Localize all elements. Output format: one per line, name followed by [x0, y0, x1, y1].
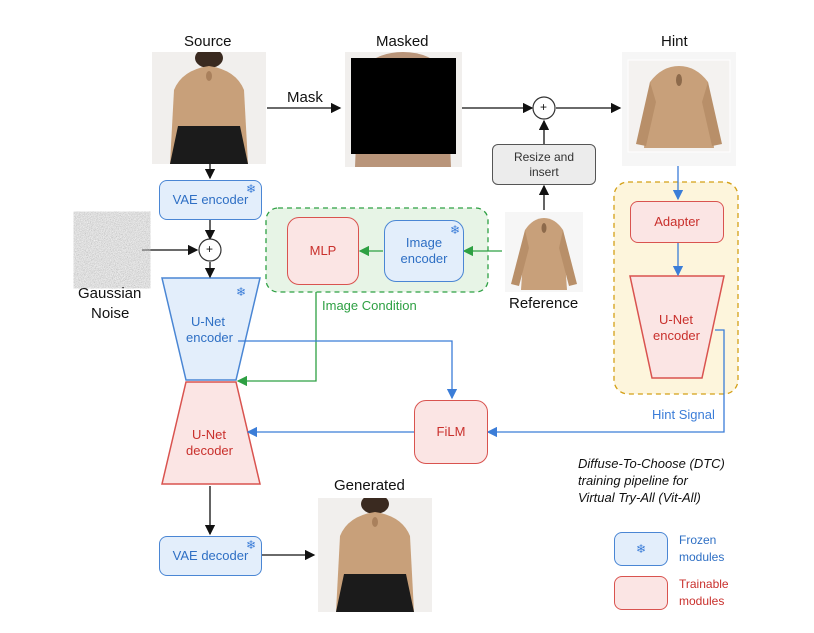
add-node-top: [532, 96, 556, 120]
unet-decoder-label-line2: decoder: [186, 443, 233, 458]
legend-trainable-line1: Trainable: [679, 577, 729, 591]
resize-insert-box: Resize and insert: [492, 144, 596, 185]
reference-image: [505, 212, 583, 292]
mlp-label: MLP: [309, 243, 337, 258]
vae-encoder-snowflake-icon: ❄: [246, 182, 257, 196]
hint-unet-label-line1: U-Net: [659, 312, 693, 327]
vae-encoder-label: VAE encoder: [172, 192, 249, 207]
film-label: FiLM: [436, 424, 466, 439]
noise-label-line2: Noise: [91, 305, 130, 322]
plus-noise-symbol: +: [206, 242, 214, 256]
reference-label: Reference: [509, 295, 579, 312]
resize-label-line2: insert: [529, 164, 559, 179]
edge-unet-to-film: [238, 340, 458, 400]
generated-label: Generated: [334, 477, 405, 494]
unet-encoder-shape: [161, 277, 261, 381]
legend-snowflake-icon: ❄: [636, 542, 647, 556]
hint-signal-label: Hint Signal: [652, 407, 715, 422]
masked-label: Masked: [376, 33, 429, 50]
unet-encoder-label-line2: encoder: [186, 330, 233, 345]
add-node-noise: [198, 238, 222, 262]
image-encoder-box: Image encoder: [384, 220, 464, 282]
image-encoder-label-line1: Image: [405, 235, 443, 250]
vae-decoder-snowflake-icon: ❄: [246, 538, 257, 552]
edge-hint-signal-to-film: [486, 329, 725, 438]
legend-frozen-line2: modules: [679, 550, 725, 564]
caption-line1: Diffuse-To-Choose (DTC): [578, 456, 725, 471]
vae-encoder-box: VAE encoder: [159, 180, 262, 220]
caption-line3: Virtual Try-All (Vit-All): [578, 490, 701, 505]
plus-top-symbol: +: [540, 100, 548, 114]
legend-trainable-line2: modules: [679, 594, 725, 608]
film-box: FiLM: [414, 400, 488, 464]
resize-label-line1: Resize and: [513, 149, 575, 164]
image-encoder-snowflake-icon: ❄: [450, 223, 461, 237]
unet-decoder-label-line1: U-Net: [192, 427, 226, 442]
hint-label: Hint: [661, 33, 688, 50]
caption-line2: training pipeline for: [578, 473, 688, 488]
source-image: [152, 52, 266, 164]
adapter-label: Adapter: [654, 214, 700, 229]
vae-decoder-box: VAE decoder: [159, 536, 262, 576]
gaussian-noise-image: [80, 218, 144, 282]
source-label: Source: [184, 33, 232, 50]
hint-unet-encoder-shape: [629, 275, 725, 379]
legend-frozen-line1: Frozen: [679, 533, 717, 547]
hint-unet-label-line2: encoder: [653, 328, 700, 343]
vae-decoder-label: VAE decoder: [172, 548, 249, 563]
generated-image: [318, 498, 432, 612]
unet-encoder-label-line1: U-Net: [191, 314, 225, 329]
unet-encoder-snowflake-icon: ❄: [236, 285, 247, 299]
unet-decoder-shape: [161, 381, 261, 485]
mask-edge-label: Mask: [287, 89, 323, 106]
legend-frozen-swatch: [614, 532, 668, 566]
image-encoder-label-line2: encoder: [400, 251, 448, 266]
edge-image-condition-to-unet: [236, 292, 317, 387]
hint-image: [622, 52, 736, 166]
masked-image: [345, 52, 462, 167]
legend-trainable-swatch: [614, 576, 668, 610]
image-condition-label: Image Condition: [322, 298, 417, 313]
noise-label-line1: Gaussian: [78, 285, 142, 302]
mlp-box: MLP: [287, 217, 359, 285]
person-illustration: [170, 52, 248, 164]
adapter-box: Adapter: [630, 201, 724, 243]
